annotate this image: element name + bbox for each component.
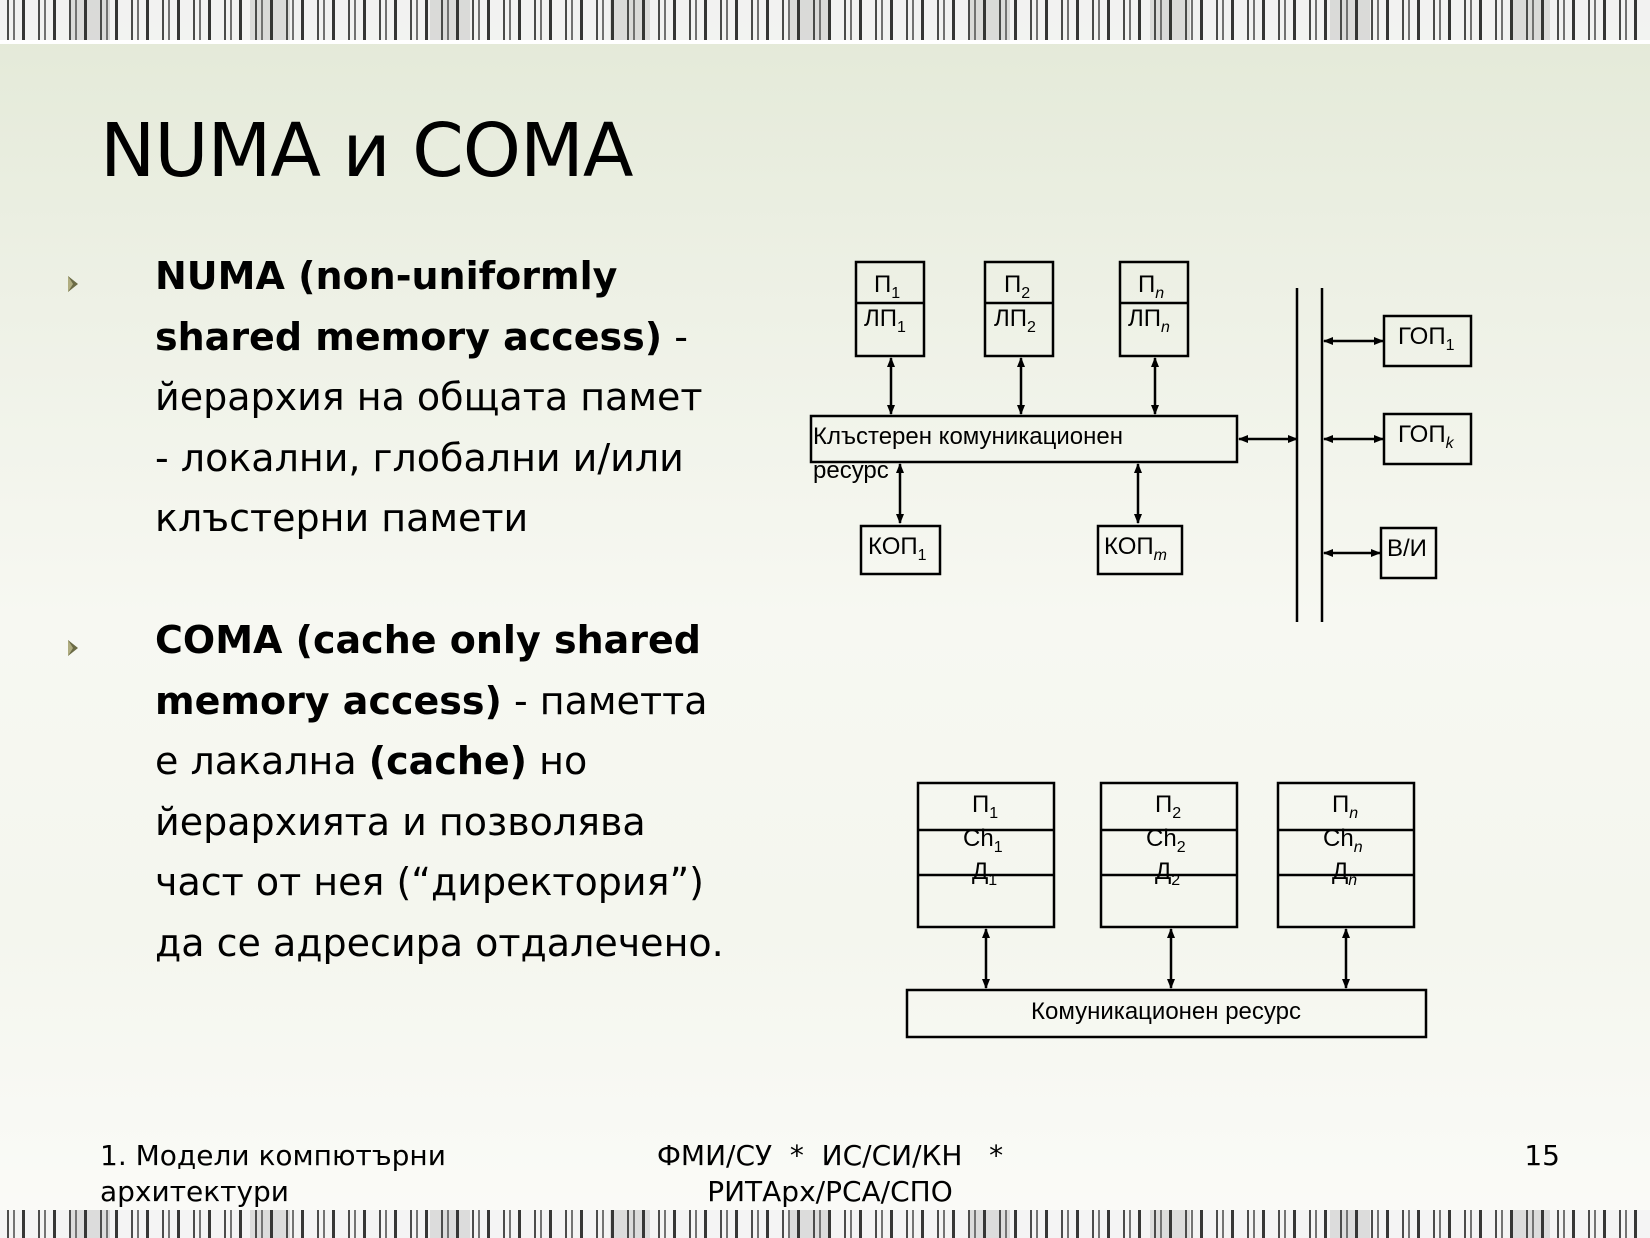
cluster-memory-1-box xyxy=(859,524,942,576)
kop1-label: КОП1 xyxy=(868,533,927,564)
numa-processor-1 xyxy=(854,260,926,358)
coma-node-2 xyxy=(1099,781,1239,929)
global-memory-1-box xyxy=(1382,314,1473,368)
svg-text:Д1: Д1 xyxy=(972,858,997,889)
svg-text:Дn: Дn xyxy=(1332,858,1357,889)
io-box xyxy=(1379,526,1438,580)
numa-lp1-label: ЛП1 xyxy=(864,305,906,336)
bullet-numa-text: - йерархия на общата памет - локални, гл… xyxy=(155,314,703,541)
bullet-coma-bold: COMA (cache only shared memory access) xyxy=(155,618,701,723)
numa-pn-label: Пn xyxy=(1138,271,1164,302)
bullet-numa: NUMA (non-uniformly shared memory access… xyxy=(155,246,725,549)
numa-diagram xyxy=(809,260,1473,622)
numa-diagram-labels: П1 ЛП1 П2 ЛП2 Пn ЛПn Клъстерен комуникац… xyxy=(813,271,1455,564)
footer-chapter: 1. Модели компютърни архитектури xyxy=(100,1138,480,1210)
svg-text:Ch1: Ch1 xyxy=(963,825,1003,856)
cluster-resource-box xyxy=(809,414,1239,464)
slide-title: NUMA и COMA xyxy=(100,108,634,194)
svg-text:Пn: Пn xyxy=(1332,791,1358,822)
bullet-arrow-icon xyxy=(68,276,78,292)
numa-lpn-label: ЛПn xyxy=(1128,305,1170,336)
cluster-memory-m-box xyxy=(1096,524,1184,576)
numa-p2-label: П2 xyxy=(1004,271,1030,302)
bullet-coma-text: - паметта е лакална xyxy=(155,678,708,784)
gopk-label: ГОПk xyxy=(1398,421,1455,452)
page-number: 15 xyxy=(1524,1139,1560,1172)
bullet-numa-bold: NUMA (non-uniformly shared memory access… xyxy=(155,254,663,359)
coma-resource-box xyxy=(905,988,1428,1039)
coma-diagram xyxy=(905,781,1428,1039)
coma-resource-label: Комуникационен ресурс xyxy=(1031,998,1301,1025)
footer-course: ФМИ/СУ * ИС/СИ/КН * РИТАрх/РСА/СПО xyxy=(600,1138,1060,1210)
io-label: В/И xyxy=(1387,535,1427,562)
global-memory-k-box xyxy=(1382,412,1473,466)
svg-text:П1: П1 xyxy=(972,791,998,822)
svg-text:Д2: Д2 xyxy=(1155,858,1180,889)
kopm-label: КОПm xyxy=(1104,533,1167,564)
gop1-label: ГОП1 xyxy=(1398,323,1455,354)
numa-lp2-label: ЛП2 xyxy=(994,305,1036,336)
coma-node-n xyxy=(1276,781,1416,929)
bottom-decorative-strip xyxy=(0,1210,1650,1238)
bullet-coma-bold2: (cache) xyxy=(368,739,528,783)
footer-course-line2: РИТАрх/РСА/СПО xyxy=(707,1175,953,1208)
coma-node-1 xyxy=(916,781,1056,929)
svg-text:Chn: Chn xyxy=(1323,825,1363,856)
bullet-arrow-icon xyxy=(68,640,78,656)
cluster-resource-label-line1: Клъстерен комуникационен xyxy=(813,423,1123,450)
cluster-resource-label-line2: ресурс xyxy=(813,457,889,484)
top-decorative-strip xyxy=(0,0,1650,40)
bullet-coma: COMA (cache only shared memory access) -… xyxy=(155,610,725,973)
footer-course-line1: ФМИ/СУ * ИС/СИ/КН * xyxy=(656,1139,1004,1172)
footer-chapter-line2: архитектури xyxy=(100,1175,289,1208)
numa-p1-label: П1 xyxy=(874,271,900,302)
svg-text:П2: П2 xyxy=(1155,791,1181,822)
top-white-band xyxy=(0,40,1650,44)
svg-text:Ch2: Ch2 xyxy=(1146,825,1186,856)
bullet-coma-text2: но йерархията и позволява част от нея (“… xyxy=(155,739,724,965)
coma-diagram-labels: П1 Ch1 Д1 П2 Ch2 Д2 Пn Chn Дn Комуникаци… xyxy=(963,791,1363,1025)
footer-chapter-line1: 1. Модели компютърни xyxy=(100,1139,446,1172)
numa-processor-n xyxy=(1118,260,1190,358)
numa-processor-2 xyxy=(983,260,1055,358)
